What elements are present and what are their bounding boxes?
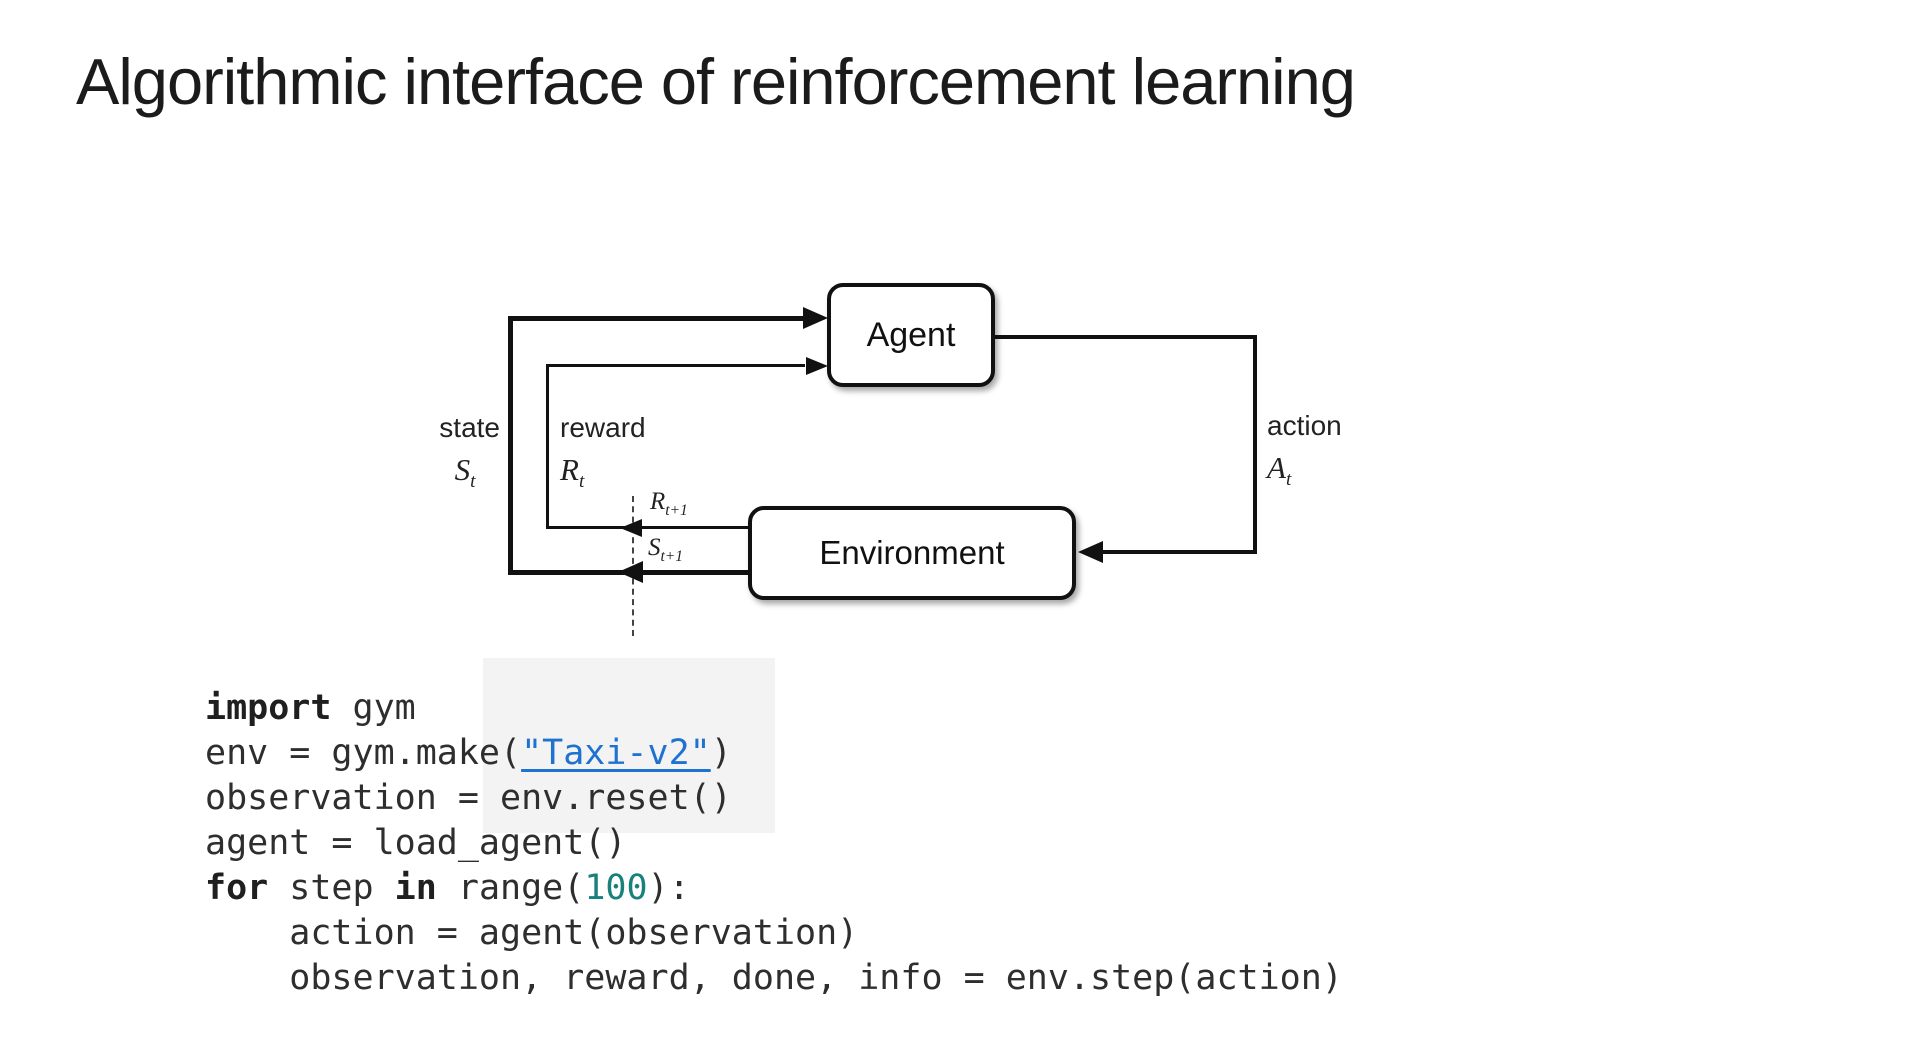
code-line: import gym: [205, 686, 1343, 731]
next-reward-arrowhead-icon: [620, 519, 642, 537]
code-line: for step in range(100):: [205, 866, 1343, 911]
action-line-vertical: [1253, 335, 1257, 554]
code-segment: range(: [436, 868, 585, 908]
reward-label: reward: [560, 412, 646, 443]
agent-box: Agent: [827, 283, 995, 387]
code-segment: action = agent(observation): [205, 913, 859, 953]
environment-box: Environment: [748, 506, 1076, 600]
code-segment: in: [394, 868, 437, 908]
code-segment: import: [205, 688, 332, 728]
action-symbol: At: [1267, 450, 1292, 491]
agent-box-label: Agent: [866, 315, 956, 354]
state-symbol: St: [454, 452, 476, 493]
code-segment: step: [268, 868, 395, 908]
reward-line-top: [546, 364, 805, 367]
gray-backdrop: [483, 658, 775, 833]
code-segment: agent = load_agent(): [205, 823, 627, 863]
state-into-agent-arrowhead-icon: [803, 307, 828, 329]
next-state-symbol: St+1: [648, 534, 684, 565]
reward-into-agent-arrowhead-icon: [806, 357, 828, 375]
state-line-vertical: [508, 316, 513, 573]
action-label: action: [1267, 410, 1342, 441]
state-label: state: [439, 412, 500, 443]
code-line: agent = load_agent(): [205, 821, 1343, 866]
code-segment: ):: [647, 868, 690, 908]
code-line: observation, reward, done, info = env.st…: [205, 956, 1343, 1001]
reward-line-bottom: [546, 526, 748, 529]
next-reward-symbol: Rt+1: [650, 488, 688, 519]
action-line-bottom: [1100, 550, 1257, 554]
code-segment: gym: [331, 688, 416, 728]
code-segment: ): [710, 733, 732, 773]
code-line: observation = env.reset(): [205, 776, 1343, 821]
code-segment: env = gym.make(: [205, 733, 522, 773]
next-state-arrowhead-icon: [618, 561, 643, 583]
slide-title: Algorithmic interface of reinforcement l…: [76, 45, 1356, 118]
code-segment: observation, reward, done, info = env.st…: [205, 958, 1343, 998]
code-segment: 100: [584, 868, 648, 908]
state-line-top: [508, 316, 804, 321]
reward-line-vertical: [546, 364, 549, 528]
action-line-top: [995, 335, 1257, 339]
code-segment: for: [205, 868, 269, 908]
taxi-v2-link[interactable]: "Taxi-v2": [521, 733, 711, 773]
reward-symbol: Rt: [560, 452, 585, 493]
code-line: env = gym.make("Taxi-v2"): [205, 731, 1343, 776]
code-line: action = agent(observation): [205, 911, 1343, 956]
environment-box-label: Environment: [819, 534, 1005, 571]
code-segment: observation = env.reset(): [205, 778, 732, 818]
action-into-environment-arrowhead-icon: [1078, 541, 1103, 563]
